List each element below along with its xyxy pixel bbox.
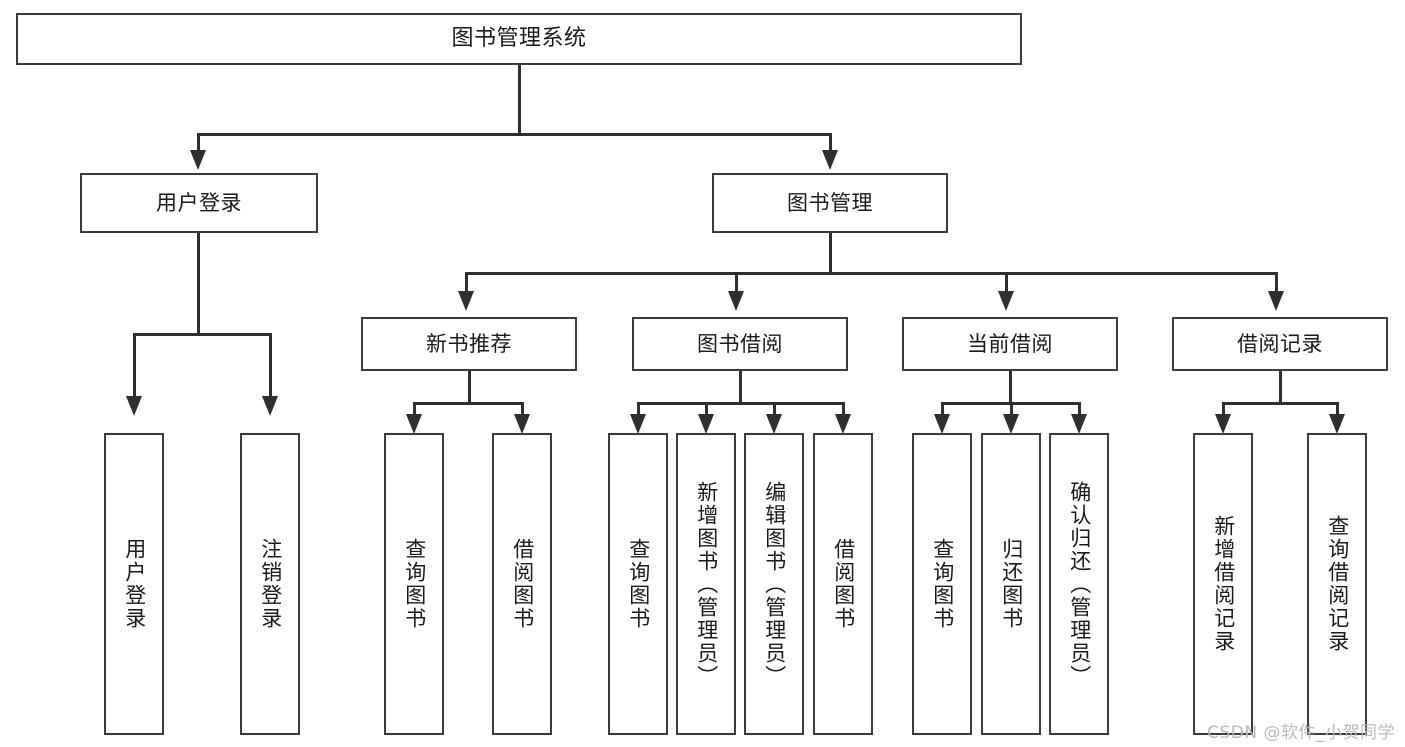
- leaf-user-login[interactable]: 用户登录: [104, 433, 164, 735]
- node-label: 借阅图书: [510, 538, 535, 630]
- node-label: 图书管理: [787, 190, 873, 215]
- node-book-borrow[interactable]: 图书借阅: [632, 317, 848, 371]
- node-label: 用户登录: [156, 190, 242, 215]
- leaf-currentborrow-confirm-return-admin[interactable]: 确认归还（管理员）: [1049, 433, 1109, 735]
- connector-bookmgmt-down: [829, 233, 832, 275]
- leaf-currentborrow-query-book[interactable]: 查询图书: [912, 433, 972, 735]
- connector-currentborrow-l3: [1078, 402, 1081, 417]
- node-label: 新增图书（管理员）: [694, 480, 719, 688]
- connector-borrowrecord-l2: [1336, 402, 1339, 417]
- connector-newbook-down: [468, 371, 471, 404]
- arrowhead-user-login-leaf: [126, 396, 142, 416]
- leaf-bookborrow-query-book[interactable]: 查询图书: [608, 433, 668, 735]
- arrowhead-to-book-management: [822, 150, 838, 170]
- node-label: 查询借阅记录: [1325, 515, 1350, 653]
- connector-currentborrow-down: [1009, 371, 1012, 404]
- node-label: 借阅图书: [831, 538, 856, 630]
- arrowhead-bookborrow-edit: [766, 414, 782, 434]
- connector-userlogin-bus: [133, 333, 272, 336]
- arrowhead-to-book-borrow: [728, 291, 744, 311]
- node-user-login[interactable]: 用户登录: [80, 173, 318, 233]
- node-label: 图书借阅: [697, 331, 783, 356]
- arrowhead-to-borrow-record: [1268, 291, 1284, 311]
- connector-userlogin-to-leaf1: [133, 333, 136, 399]
- node-current-borrow[interactable]: 当前借阅: [902, 317, 1118, 371]
- node-label: 注销登录: [258, 538, 283, 630]
- arrowhead-logout-leaf: [262, 396, 278, 416]
- connector-bookborrow-down: [739, 371, 742, 404]
- csdn-watermark: CSDN @软件_小贺同学: [1207, 723, 1395, 743]
- connector-root-bus: [197, 133, 831, 136]
- arrowhead-currentborrow-return: [1003, 414, 1019, 434]
- connector-currentborrow-l1: [941, 402, 944, 417]
- connector-borrowrecord-down: [1279, 371, 1282, 404]
- leaf-bookborrow-edit-book-admin[interactable]: 编辑图书（管理员）: [744, 433, 804, 735]
- node-label: 当前借阅: [967, 331, 1053, 356]
- connector-bookborrow-l4: [842, 402, 845, 417]
- connector-bookmgmt-to-new: [465, 272, 468, 294]
- arrowhead-currentborrow-query: [934, 414, 950, 434]
- arrowhead-newbook-query: [406, 414, 422, 434]
- connector-bookborrow-l2: [705, 402, 708, 417]
- arrowhead-borrowrecord-add: [1215, 414, 1231, 434]
- arrowhead-bookborrow-lend: [835, 414, 851, 434]
- node-borrow-record[interactable]: 借阅记录: [1172, 317, 1388, 371]
- connector-userlogin-to-leaf2: [269, 333, 272, 399]
- arrowhead-borrowrecord-query: [1329, 414, 1345, 434]
- leaf-newbook-query-book[interactable]: 查询图书: [384, 433, 444, 735]
- node-new-book-recommend[interactable]: 新书推荐: [361, 317, 577, 371]
- node-book-management[interactable]: 图书管理: [712, 173, 948, 233]
- node-label: 查询图书: [402, 538, 427, 630]
- node-label: 新书推荐: [426, 331, 512, 356]
- arrowhead-bookborrow-add: [698, 414, 714, 434]
- connector-bookborrow-bus: [637, 402, 845, 405]
- connector-borrowrecord-l1: [1222, 402, 1225, 417]
- leaf-logout[interactable]: 注销登录: [240, 433, 300, 735]
- connector-bookmgmt-to-borrow: [735, 272, 738, 294]
- connector-newbook-l1: [413, 402, 416, 417]
- connector-root-to-login: [197, 133, 200, 153]
- node-label: 图书管理系统: [451, 26, 587, 52]
- arrowhead-to-current-borrow: [998, 291, 1014, 311]
- leaf-newbook-borrow-book[interactable]: 借阅图书: [492, 433, 552, 735]
- leaf-currentborrow-return-book[interactable]: 归还图书: [981, 433, 1041, 735]
- leaf-borrowrecord-query-record[interactable]: 查询借阅记录: [1307, 433, 1367, 735]
- connector-bookmgmt-bus: [465, 272, 1277, 275]
- node-label: 确认归还（管理员）: [1067, 480, 1092, 688]
- leaf-bookborrow-lend-book[interactable]: 借阅图书: [813, 433, 873, 735]
- connector-bookmgmt-to-current: [1005, 272, 1008, 294]
- node-root-system[interactable]: 图书管理系统: [16, 13, 1022, 65]
- node-label: 用户登录: [122, 538, 147, 630]
- connector-root-to-bookmgmt: [829, 133, 832, 153]
- connector-bookmgmt-to-record: [1275, 272, 1278, 294]
- connector-newbook-l2: [521, 402, 524, 417]
- connector-userlogin-down: [197, 233, 200, 335]
- node-label: 查询图书: [930, 538, 955, 630]
- arrowhead-bookborrow-query: [630, 414, 646, 434]
- connector-bookborrow-l1: [637, 402, 640, 417]
- node-label: 编辑图书（管理员）: [762, 480, 787, 688]
- arrowhead-newbook-borrow: [514, 414, 530, 434]
- node-label: 查询图书: [626, 538, 651, 630]
- connector-root-down: [518, 65, 521, 135]
- node-label: 归还图书: [999, 538, 1024, 630]
- node-label: 借阅记录: [1237, 331, 1323, 356]
- arrowhead-to-user-login: [190, 150, 206, 170]
- connector-borrowrecord-bus: [1222, 402, 1339, 405]
- node-label: 新增借阅记录: [1211, 515, 1236, 653]
- arrowhead-to-new-book: [458, 291, 474, 311]
- leaf-borrowrecord-add-record[interactable]: 新增借阅记录: [1193, 433, 1253, 735]
- connector-bookborrow-l3: [773, 402, 776, 417]
- connector-newbook-bus: [413, 402, 524, 405]
- connector-currentborrow-l2: [1010, 402, 1013, 417]
- leaf-bookborrow-add-book-admin[interactable]: 新增图书（管理员）: [676, 433, 736, 735]
- arrowhead-currentborrow-confirm: [1071, 414, 1087, 434]
